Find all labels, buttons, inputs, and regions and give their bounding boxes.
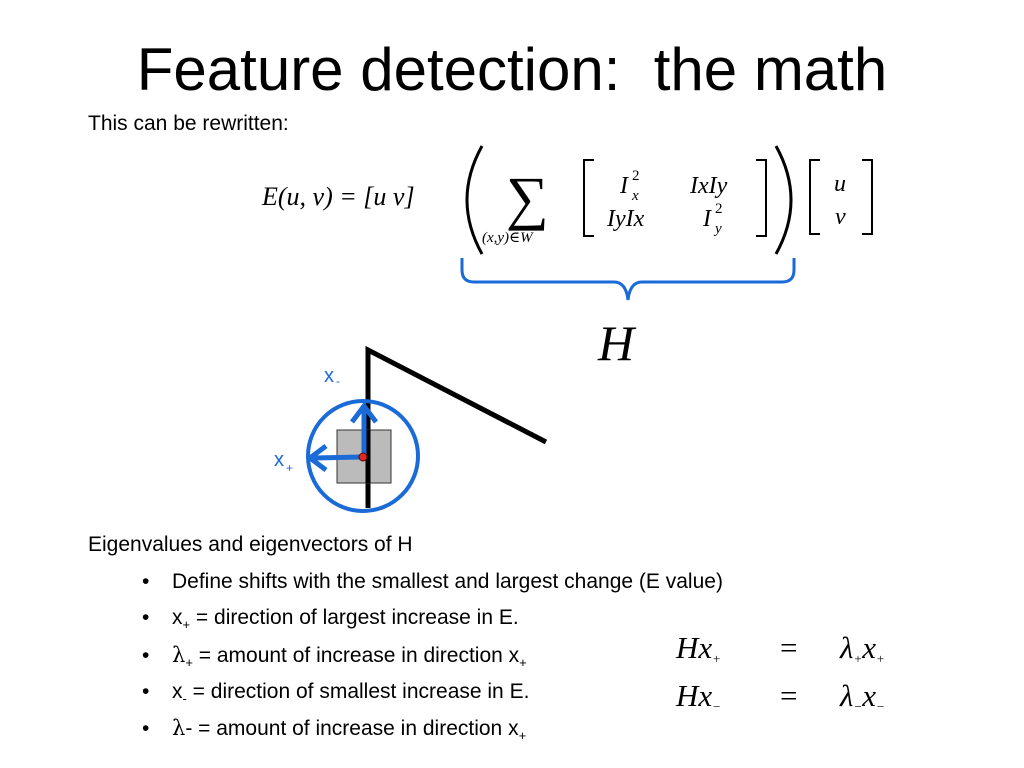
matrix-entry-12: IxIy	[689, 173, 728, 199]
label-x-minus: x	[324, 365, 334, 387]
bullet-text: = direction of smallest increase in E.	[186, 680, 530, 703]
intro-text: This can be rewritten:	[88, 112, 289, 135]
sum-limits: (x,y)∈W	[482, 230, 534, 246]
label-x-minus-sub: -	[336, 374, 340, 388]
eigen-heading: Eigenvalues and eigenvectors of H	[88, 533, 413, 556]
big-left-paren	[465, 145, 484, 255]
eq1-equals: =	[780, 630, 798, 665]
bullet-var-sub: +	[185, 655, 193, 670]
matrix-entry-11: I	[619, 173, 629, 199]
vector-top: u	[834, 171, 846, 197]
bullet-text: Define shifts with the smallest and larg…	[172, 570, 723, 593]
vector-left-bracket	[809, 159, 820, 235]
eq1-rhs: λ+x+	[840, 630, 885, 666]
corner-diagram: x - x +	[274, 345, 548, 513]
bullet-text: = amount of increase in direction x	[192, 644, 520, 667]
main-equation: E(u, v) = [u v] ∑ (x,y)∈W I x 2 IxIy IyI…	[261, 145, 873, 371]
corner-edges	[365, 345, 548, 508]
matrix-entry-22: I	[702, 206, 712, 232]
matrix-right-bracket	[756, 159, 767, 237]
bullet-dot: •	[142, 680, 150, 703]
vector-bottom: v	[835, 204, 846, 230]
center-point	[358, 452, 368, 462]
eq2-rhs: λ−x−	[840, 678, 885, 714]
matrix-entry-22-sub: y	[713, 221, 722, 237]
slide-title: Feature detection: the math	[136, 36, 888, 103]
label-x-plus-sub: +	[286, 461, 293, 475]
bullet-text: = direction of largest increase in E.	[190, 606, 519, 629]
bullet-text-sub: +	[518, 728, 527, 743]
arrow-x-plus	[313, 454, 363, 461]
eq1-lhs: Hx+	[676, 630, 721, 666]
bullet-item: •λ+ = amount of increase in direction x+	[142, 643, 527, 670]
brace-label-h: H	[597, 315, 637, 371]
equation-lhs: E(u, v) = [u v]	[261, 182, 415, 211]
window-circle	[306, 399, 420, 513]
matrix-entry-22-sup: 2	[715, 201, 723, 217]
bullet-var-sub: +	[182, 617, 191, 632]
bullet-item: • λ- = amount of increase in direction x+	[142, 716, 527, 743]
matrix-entry-21: IyIx	[606, 206, 645, 232]
bullet-dot: •	[142, 644, 150, 667]
bullet-var: λ	[172, 643, 186, 667]
eq2-equals: =	[780, 678, 798, 713]
underbrace	[460, 258, 796, 301]
bullet-dot: •	[142, 570, 150, 593]
sum-symbol: ∑	[506, 165, 549, 231]
label-x-plus: x	[274, 449, 284, 471]
eq2-lhs: Hx−	[676, 678, 721, 714]
bullet-var: x	[172, 680, 183, 703]
bullet-var: λ	[172, 716, 186, 740]
bullet-var: x	[172, 606, 183, 629]
bullet-item: • x+ = direction of largest increase in E…	[142, 606, 519, 632]
bullet-dot: •	[142, 606, 150, 629]
bullet-dot: •	[142, 717, 150, 740]
bullet-text-sub: +	[519, 655, 527, 670]
bullet-var-sub: -	[182, 691, 187, 706]
matrix-entry-11-sub: x	[631, 188, 639, 204]
bullet-item: • x- = direction of smallest increase in …	[142, 680, 530, 706]
big-right-paren	[774, 145, 793, 255]
bullet-item: • Define shifts with the smallest and lar…	[142, 570, 723, 594]
bullet-text: - = amount of increase in direction x	[185, 717, 519, 740]
matrix-entry-11-sup: 2	[632, 168, 640, 184]
vector-right-bracket	[862, 159, 873, 235]
matrix-left-bracket	[583, 159, 594, 237]
